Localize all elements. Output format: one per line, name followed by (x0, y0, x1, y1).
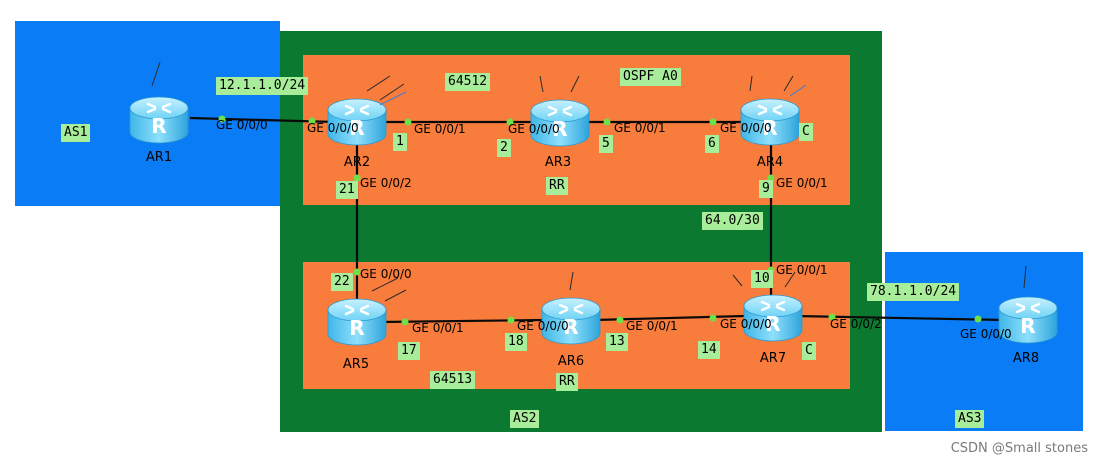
port-ar7-g000: GE 0/0/0 (720, 317, 772, 331)
port-ar5-g001: GE 0/0/1 (412, 321, 464, 335)
host-ar7-g000: 14 (698, 341, 720, 359)
router-ar2-label: AR2 (343, 155, 371, 170)
as-64512-label: 64512 (445, 73, 491, 91)
role-ar6-label: RR (556, 373, 578, 391)
port-dot (974, 315, 982, 323)
port-dot (767, 174, 775, 182)
router-ar4-label: AR4 (756, 155, 784, 170)
network-ar4-ar7-label: 64.0/30 (702, 212, 763, 230)
port-dot (353, 174, 361, 182)
host-ar4-g001: 9 (759, 180, 773, 198)
port-dot (506, 118, 514, 126)
port-ar7-g001: GE 0/0/1 (776, 263, 828, 277)
router-ar8-label: AR8 (1012, 351, 1040, 366)
network-ar1-ar2-label: 12.1.1.0/24 (216, 77, 309, 95)
port-dot (507, 316, 515, 324)
host-ar6-g001: 13 (606, 333, 628, 351)
router-ar3-label: AR3 (544, 155, 572, 170)
port-dot (404, 118, 412, 126)
port-ar5-g000: GE 0/0/0 (360, 267, 412, 281)
port-dot (353, 268, 361, 276)
role-ar4-label: C (799, 123, 813, 141)
router-ar1-label: AR1 (145, 150, 173, 165)
port-ar6-g000: GE 0/0/0 (517, 319, 569, 333)
port-ar4-g000: GE 0/0/0 (720, 121, 772, 135)
host-ar2-g002: 21 (336, 181, 358, 199)
as-64513-label: 64513 (430, 371, 476, 389)
port-ar6-g001: GE 0/0/1 (626, 319, 678, 333)
role-ar3-label: RR (546, 177, 568, 195)
as3-zone (885, 252, 1083, 431)
port-dot (828, 313, 836, 321)
ospf-area-label: OSPF A0 (620, 68, 681, 86)
port-ar4-g001: GE 0/0/1 (776, 176, 828, 190)
port-dot (709, 118, 717, 126)
port-dot (709, 314, 717, 322)
port-ar7-g002: GE 0/0/2 (830, 317, 882, 331)
port-ar2-g002: GE 0/0/2 (360, 176, 412, 190)
port-ar2-g000: GE 0/0/0 (307, 121, 359, 135)
router-ar5-label: AR5 (342, 357, 370, 372)
port-dot (401, 318, 409, 326)
as3-label: AS3 (955, 410, 985, 428)
port-dot (603, 118, 611, 126)
as2-label: AS2 (510, 410, 540, 428)
host-ar3-g001: 5 (599, 135, 613, 153)
host-ar6-g000: 18 (505, 333, 527, 351)
network-ar7-ar8-label: 78.1.1.0/24 (867, 283, 960, 301)
watermark: CSDN @Small stones (950, 441, 1088, 456)
port-dot (616, 316, 624, 324)
port-dot (218, 115, 226, 123)
host-ar3-g000: 2 (497, 139, 511, 157)
host-ar2-g001: 1 (393, 133, 407, 151)
port-ar3-g001: GE 0/0/1 (614, 121, 666, 135)
port-ar1-g000: GE 0/0/0 (216, 118, 268, 132)
router-ar7-label: AR7 (759, 351, 787, 366)
router-ar6-label: AR6 (557, 354, 585, 369)
port-ar3-g000: GE 0/0/0 (508, 122, 560, 136)
host-ar5-g001: 17 (398, 342, 420, 360)
host-ar5-g000: 22 (331, 273, 353, 291)
as1-label: AS1 (61, 124, 91, 142)
role-ar7-label: C (802, 342, 816, 360)
host-ar4-g000: 6 (705, 135, 719, 153)
host-ar7-g001: 10 (751, 270, 773, 288)
port-ar2-g001: GE 0/0/1 (414, 122, 466, 136)
port-ar8-g000: GE 0/0/0 (960, 327, 1012, 341)
port-dot (308, 117, 316, 125)
